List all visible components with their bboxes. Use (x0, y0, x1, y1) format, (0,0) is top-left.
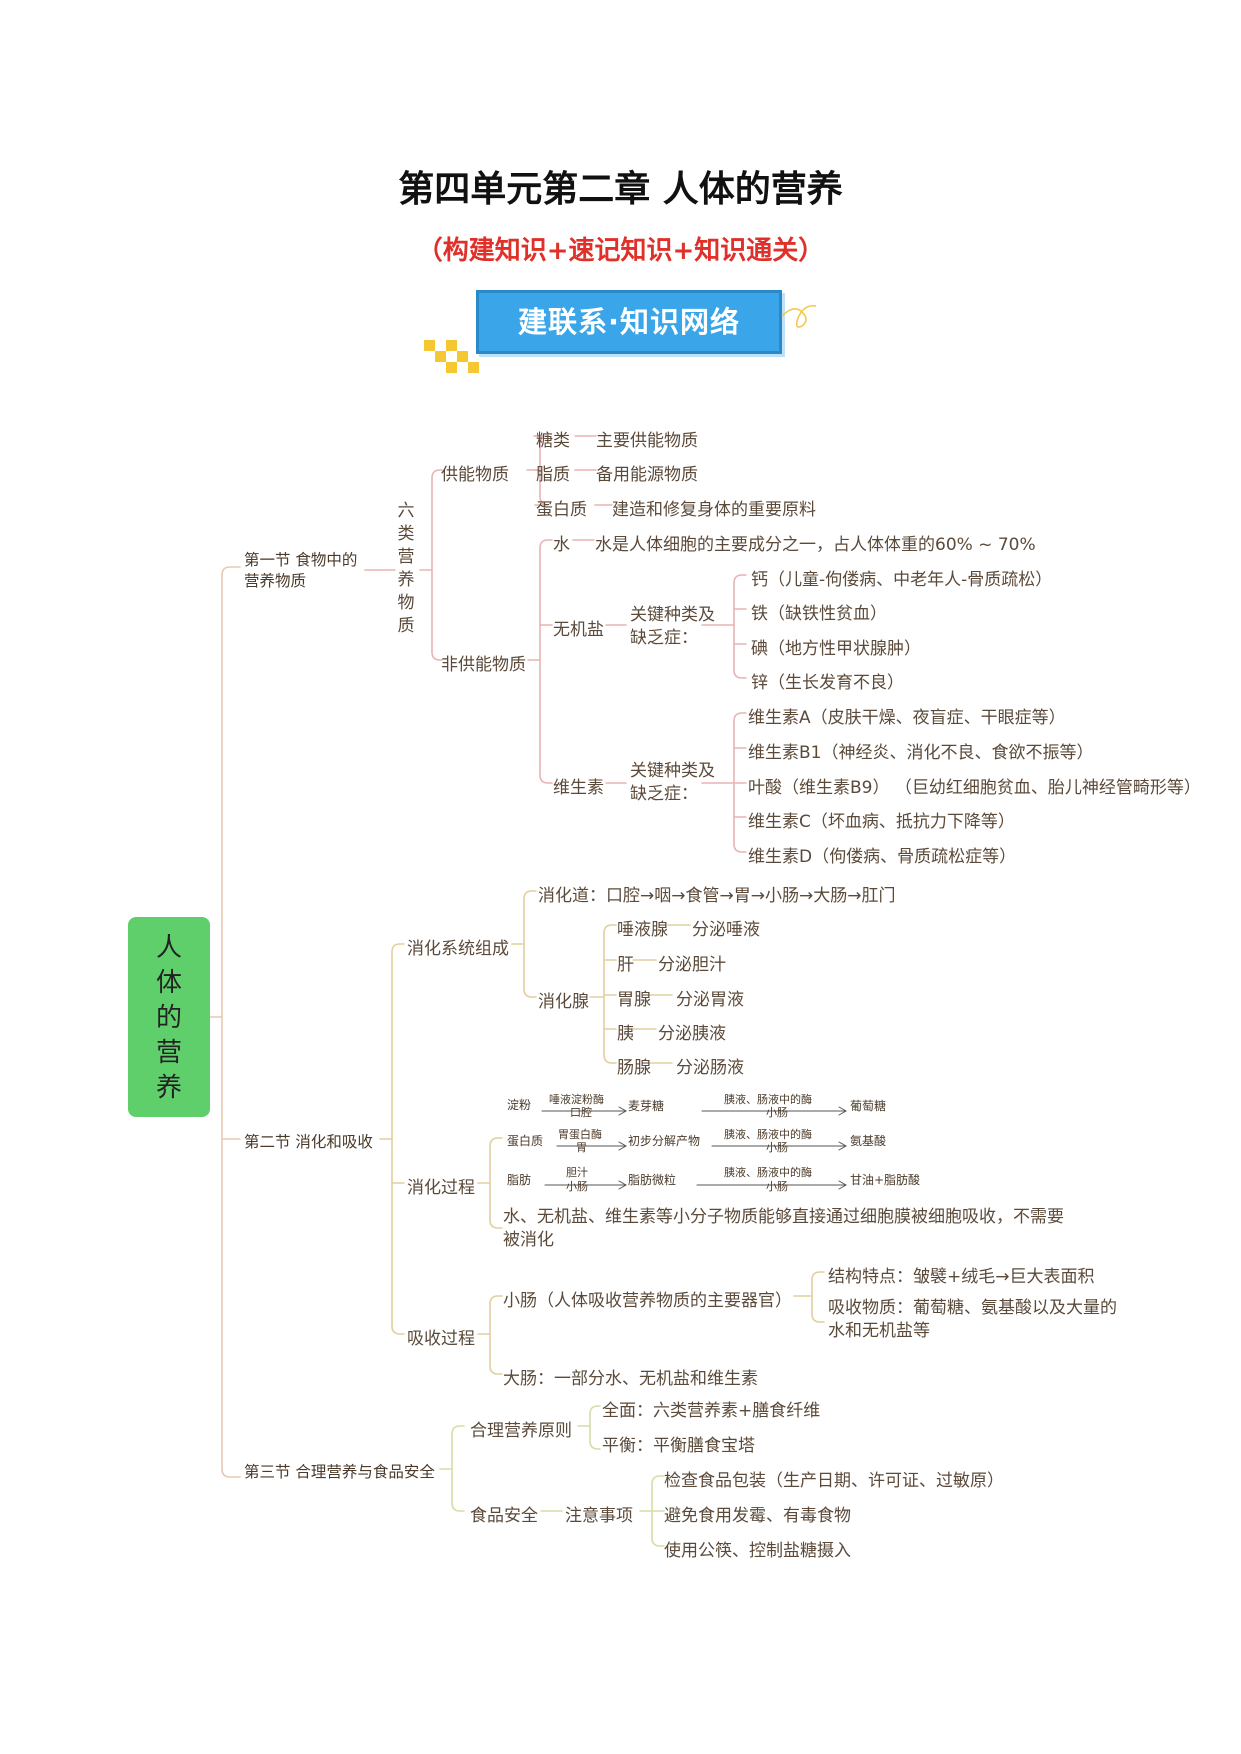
protein-product: 氨基酸 (850, 1134, 887, 1148)
digestive-tract: 消化道：口腔→咽→食管→胃→小肠→大肠→肛门 (538, 886, 896, 906)
section2-lines (379, 890, 825, 1375)
digestion-process-node: 消化过程 (407, 1178, 475, 1198)
protein-label: 蛋白质 (507, 1134, 544, 1148)
page-title: 第四单元第二章 人体的营养 (398, 169, 843, 210)
digestive-system-node: 消化系统组成 (407, 939, 509, 959)
vitamin-item: 维生素D（佝偻病、骨质疏松症等） (748, 847, 1017, 867)
starch-enzyme2: 胰液、肠液中的酶 (724, 1093, 812, 1106)
section3-label: 第三节 合理营养与食品安全 (244, 1463, 435, 1481)
starch-product: 葡萄糖 (850, 1099, 887, 1113)
fat-label: 脂肪 (507, 1173, 532, 1187)
water-desc: 水是人体细胞的主要成分之一，占人体体重的60% ~ 70% (595, 535, 1036, 555)
sugar-desc: 主要供能物质 (596, 431, 698, 451)
vitamins-node: 维生素 (553, 778, 604, 798)
digestion-arrows (541, 1106, 848, 1190)
safety-notes-node: 注意事项 (565, 1506, 633, 1526)
non-energy-substances: 非供能物质 (441, 655, 526, 675)
nutrition-principle-node: 合理营养原则 (470, 1421, 572, 1441)
gland-desc: 分泌肠液 (676, 1058, 744, 1078)
structure-feature: 结构特点：皱襞+绒毛→巨大表面积 (828, 1267, 1095, 1287)
fat-mid: 脂肪微粒 (628, 1173, 677, 1187)
section3-lines (439, 1405, 665, 1547)
vitamin-item: 维生素A（皮肤干燥、夜盲症、干眼症等） (748, 708, 1066, 728)
section1-lines (364, 435, 747, 853)
fat-product: 甘油+脂肪酸 (850, 1173, 921, 1187)
root-node: 人体的营养 (128, 917, 210, 1117)
fat-site2: 小肠 (766, 1180, 788, 1193)
vitamins-key: 关键种类及缺乏症： (630, 761, 715, 804)
gland-desc: 分泌胆汁 (658, 955, 726, 975)
vitamin-item: 维生素C（坏血病、抵抗力下降等） (748, 812, 1015, 832)
ribbon-icon (781, 304, 817, 328)
gland-name: 肠腺 (617, 1058, 651, 1078)
gland-name: 唾液腺 (617, 920, 668, 940)
absorbed-substances: 吸收物质：葡萄糖、氨基酸以及大量的水和无机盐等 (828, 1298, 1117, 1341)
safety-note-item: 检查食品包装（生产日期、许可证、过敏原） (664, 1471, 1004, 1491)
gland-name: 肝 (617, 955, 634, 975)
fat-desc: 备用能源物质 (596, 465, 698, 485)
gland-desc: 分泌胃液 (676, 990, 744, 1010)
sugar-node: 糖类 (536, 431, 570, 451)
section1-label: 第一节 食物中的营养物质 (244, 551, 358, 590)
fat-node: 脂质 (536, 465, 570, 485)
banner-decoration (424, 340, 484, 374)
gland-desc: 分泌唾液 (692, 920, 760, 940)
vitamin-item: 维生素B1（神经炎、消化不良、食欲不振等） (748, 743, 1094, 763)
digestive-glands-node: 消化腺 (538, 992, 589, 1012)
principle-full: 全面：六类营养素+膳食纤维 (602, 1401, 821, 1421)
fat-site1: 小肠 (566, 1180, 588, 1193)
section2-label: 第二节 消化和吸收 (244, 1133, 373, 1151)
protein-node: 蛋白质 (536, 500, 587, 520)
large-intestine-node: 大肠：一部分水、无机盐和维生素 (503, 1369, 758, 1389)
root-trunk (209, 566, 241, 1478)
starch-mid: 麦芽糖 (628, 1099, 665, 1113)
small-molecules-note: 水、无机盐、维生素等小分子物质能够直接通过细胞膜被细胞吸收，不需要被消化 (503, 1207, 1064, 1250)
starch-site1: 口腔 (570, 1106, 592, 1119)
protein-desc: 建造和修复身体的重要原料 (612, 500, 816, 520)
gland-desc: 分泌胰液 (658, 1024, 726, 1044)
gland-name: 胃腺 (617, 990, 651, 1010)
starch-site2: 小肠 (766, 1106, 788, 1119)
protein-enzyme2: 胰液、肠液中的酶 (724, 1128, 812, 1141)
starch-label: 淀粉 (507, 1098, 532, 1112)
gland-name: 胰 (617, 1024, 634, 1044)
safety-note-item: 使用公筷、控制盐糖摄入 (664, 1541, 851, 1561)
mineral-item: 碘（地方性甲状腺肿） (751, 639, 921, 659)
mineral-item: 钙（儿童-佝偻病、中老年人-骨质疏松） (751, 570, 1053, 590)
page-subtitle: （构建知识+速记知识+知识通关） (416, 236, 825, 266)
absorption-process-node: 吸收过程 (407, 1329, 475, 1349)
starch-enzyme1: 唾液淀粉酶 (549, 1093, 604, 1106)
six-types-label: 六类营养物质 (397, 501, 415, 636)
small-intestine-node: 小肠（人体吸收营养物质的主要器官） (503, 1291, 792, 1311)
mineral-item: 铁（缺铁性贫血） (751, 604, 887, 624)
protein-enzyme1: 胃蛋白酶 (558, 1128, 602, 1141)
principle-balance: 平衡：平衡膳食宝塔 (602, 1436, 755, 1456)
knowledge-network-banner: 建联系·知识网络 (476, 290, 782, 354)
food-safety-node: 食品安全 (470, 1506, 538, 1526)
protein-site1: 胃 (576, 1141, 587, 1154)
protein-mid: 初步分解产物 (628, 1134, 701, 1148)
mineral-item: 锌（生长发育不良） (751, 673, 904, 693)
minerals-node: 无机盐 (553, 620, 604, 640)
fat-enzyme2: 胰液、肠液中的酶 (724, 1166, 812, 1179)
energy-substances: 供能物质 (441, 465, 509, 485)
water-node: 水 (553, 535, 570, 555)
fat-enzyme1: 胆汁 (566, 1166, 588, 1179)
vitamin-item: 叶酸（维生素B9） （巨幼红细胞贫血、胎儿神经管畸形等） (748, 778, 1201, 798)
safety-note-item: 避免食用发霉、有毒食物 (664, 1506, 851, 1526)
minerals-key: 关键种类及缺乏症： (630, 605, 715, 648)
protein-site2: 小肠 (766, 1141, 788, 1154)
